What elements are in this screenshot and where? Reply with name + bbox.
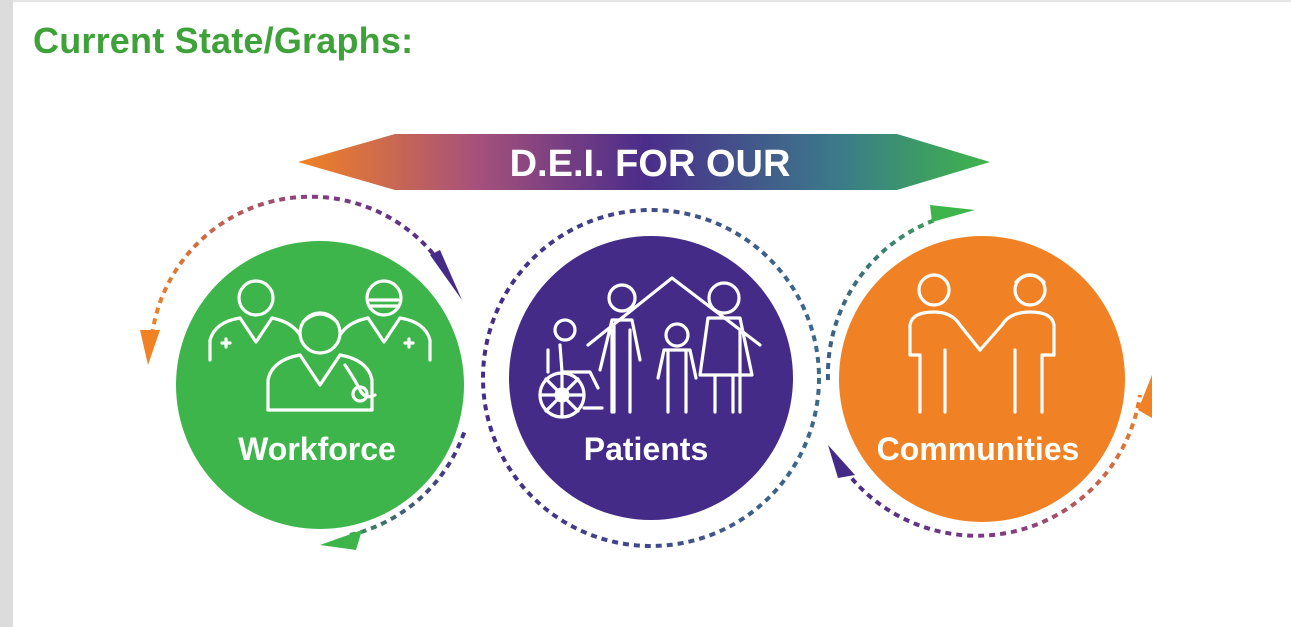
communities-circle	[839, 236, 1125, 522]
arrowhead-workforce-bottom	[320, 530, 362, 550]
arc-communities-bottom	[843, 394, 1142, 538]
arrowhead-workforce-left	[140, 330, 160, 365]
ring-patients	[481, 208, 821, 548]
left-margin-bar	[0, 0, 13, 627]
workforce-label: Workforce	[238, 431, 396, 467]
arc-communities-top	[825, 218, 936, 381]
arc-workforce-bottom	[349, 429, 467, 537]
arc-workforce-top	[150, 194, 447, 336]
patients-circle	[509, 236, 793, 520]
communities-label: Communities	[877, 431, 1080, 467]
arrowhead-communities-bottom-left	[828, 445, 855, 478]
communities-node: Communities	[839, 236, 1125, 522]
cycle-arrows	[140, 194, 1152, 550]
top-border	[0, 0, 1291, 2]
workforce-node: Workforce	[176, 241, 464, 529]
arrowhead-communities-right	[1138, 375, 1152, 418]
arrowhead-workforce-top	[430, 250, 462, 300]
healthcare-workers-icon	[208, 279, 432, 412]
people-holding-hands-icon	[908, 273, 1056, 414]
patients-label: Patients	[584, 431, 708, 467]
banner-text: D.E.I. FOR OUR	[510, 143, 791, 185]
page-title: Current State/Graphs:	[33, 20, 414, 61]
family-home-wheelchair-icon	[538, 276, 762, 419]
arrowhead-communities-top	[930, 205, 975, 222]
patients-node: Patients	[509, 236, 793, 520]
banner-arrow: D.E.I. FOR OUR	[298, 134, 990, 190]
banner-shape	[298, 134, 990, 190]
